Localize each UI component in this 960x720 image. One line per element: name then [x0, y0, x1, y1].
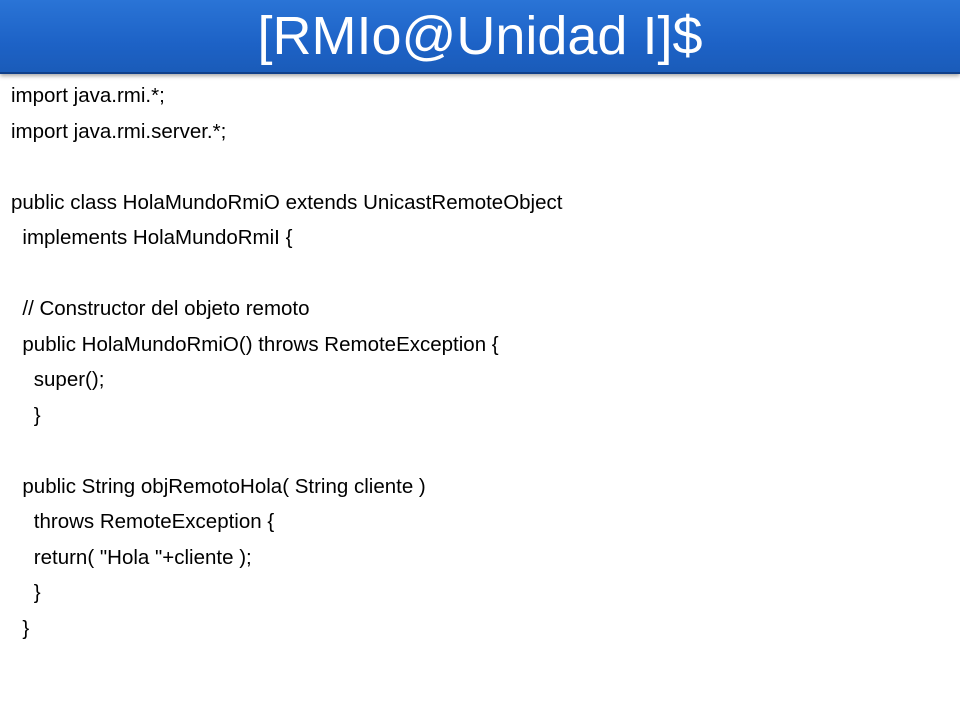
code-line-2: import java.rmi.server.*; — [11, 119, 227, 143]
code-line-12: public String objRemotoHola( String clie… — [11, 474, 426, 498]
code-line-11 — [11, 433, 951, 469]
title-bar — [0, 0, 960, 74]
slide-title: [RMIo@Unidad I]$ — [257, 6, 703, 66]
code-line-7: // Constructor del objeto remoto — [11, 297, 310, 320]
code-line-10: } — [11, 403, 41, 427]
code-line-16: } — [11, 616, 30, 640]
code-line-3 — [11, 149, 951, 185]
code-line-6 — [11, 256, 951, 292]
code-line-8: public HolaMundoRmiO() throws RemoteExce… — [11, 332, 499, 356]
code-listing: import java.rmi.*; import java.rmi.serve… — [11, 78, 951, 646]
code-line-9: super(); — [11, 368, 105, 391]
code-line-14: return( "Hola "+cliente ); — [11, 545, 252, 569]
code-line-4: public class HolaMundoRmiO extends Unica… — [11, 190, 563, 214]
code-line-5: implements HolaMundoRmiI { — [11, 226, 293, 249]
code-line-15: } — [11, 581, 41, 604]
code-line-13: throws RemoteException { — [11, 510, 275, 533]
code-line-1: import java.rmi.*; — [11, 84, 165, 107]
